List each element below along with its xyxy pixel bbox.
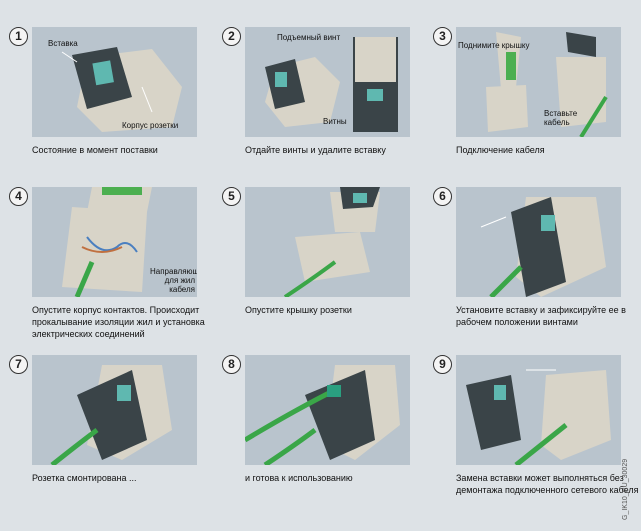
step-number: 4 (9, 187, 28, 206)
step-caption: Опустите крышку розетки (245, 305, 352, 315)
step-number: 2 (222, 27, 241, 46)
step-number: 9 (433, 355, 452, 374)
step-illustration (32, 355, 197, 465)
mounted-socket-illustration (50, 365, 172, 465)
step-6: 6 Установите вставку и зафиксируйте ее в… (433, 187, 641, 347)
step-illustration: Подъемный винт Витны (245, 27, 410, 137)
label-lifting-screw: Подъемный винт (277, 33, 341, 42)
step-3: 3 Поднимите крышку Вставьте кабель Подкл… (433, 27, 641, 187)
step-9: 9 Замена вставки может выполняться без д… (433, 355, 641, 515)
step-illustration (245, 355, 410, 465)
step-caption: Розетка смонтирована ... (32, 473, 137, 483)
step-2: 2 Подъемный винт Витны Отдайте винты и у… (222, 27, 432, 187)
step-number: 3 (433, 27, 452, 46)
step-illustration: Вставка Корпус розетки (32, 27, 197, 137)
label-insert-cable: Вставьте кабель (544, 109, 578, 127)
step-illustration: Направляющие для жил кабеля (32, 187, 197, 297)
step-number: 5 (222, 187, 241, 206)
step-4: 4 Направляющие для жил кабеля Опустите к… (9, 187, 219, 347)
lower-cover-illustration (283, 187, 380, 297)
step-number: 1 (9, 27, 28, 46)
step-8: 8 и готова к использованию (222, 355, 432, 515)
step-caption: и готова к использованию (245, 473, 353, 483)
step-number: 7 (9, 355, 28, 374)
remove-insert-illustration (265, 37, 398, 132)
label-wire-guides: Направляющие для жил кабеля (150, 267, 197, 294)
step-caption: Установите вставку и зафиксируйте ее в р… (456, 305, 626, 327)
step-caption: Отдайте винты и удалите вставку (245, 145, 386, 155)
step-caption: Состояние в момент поставки (32, 145, 158, 155)
connect-cable-illustration (486, 32, 608, 137)
document-id-watermark: G_IK10_RU_30029 (622, 458, 629, 520)
step-7: 7 Розетка смонтирована ... (9, 355, 219, 515)
install-insert-illustration (480, 197, 606, 297)
step-caption: Подключение кабеля (456, 145, 545, 155)
step-number: 8 (222, 355, 241, 374)
lower-contacts-illustration (62, 187, 152, 297)
step-5: 5 Опустите крышку розетки (222, 187, 432, 347)
label-housing: Корпус розетки (122, 121, 179, 130)
step-caption: Замена вставки может выполняться без дем… (456, 473, 639, 495)
step-illustration (245, 187, 410, 297)
label-insert: Вставка (48, 39, 78, 48)
step-caption: Опустите корпус контактов. Происходит пр… (32, 305, 205, 339)
step-number: 6 (433, 187, 452, 206)
ready-socket-illustration (245, 365, 400, 465)
label-screws: Витны (323, 117, 347, 126)
step-illustration (456, 355, 621, 465)
replace-insert-illustration (466, 369, 611, 465)
step-illustration: Поднимите крышку Вставьте кабель (456, 27, 621, 137)
label-lift-cover: Поднимите крышку (458, 41, 530, 50)
socket-delivered-illustration (61, 47, 182, 132)
step-illustration (456, 187, 621, 297)
step-1: 1 Вставка Корпус розетки Состояние в мом… (9, 27, 219, 187)
